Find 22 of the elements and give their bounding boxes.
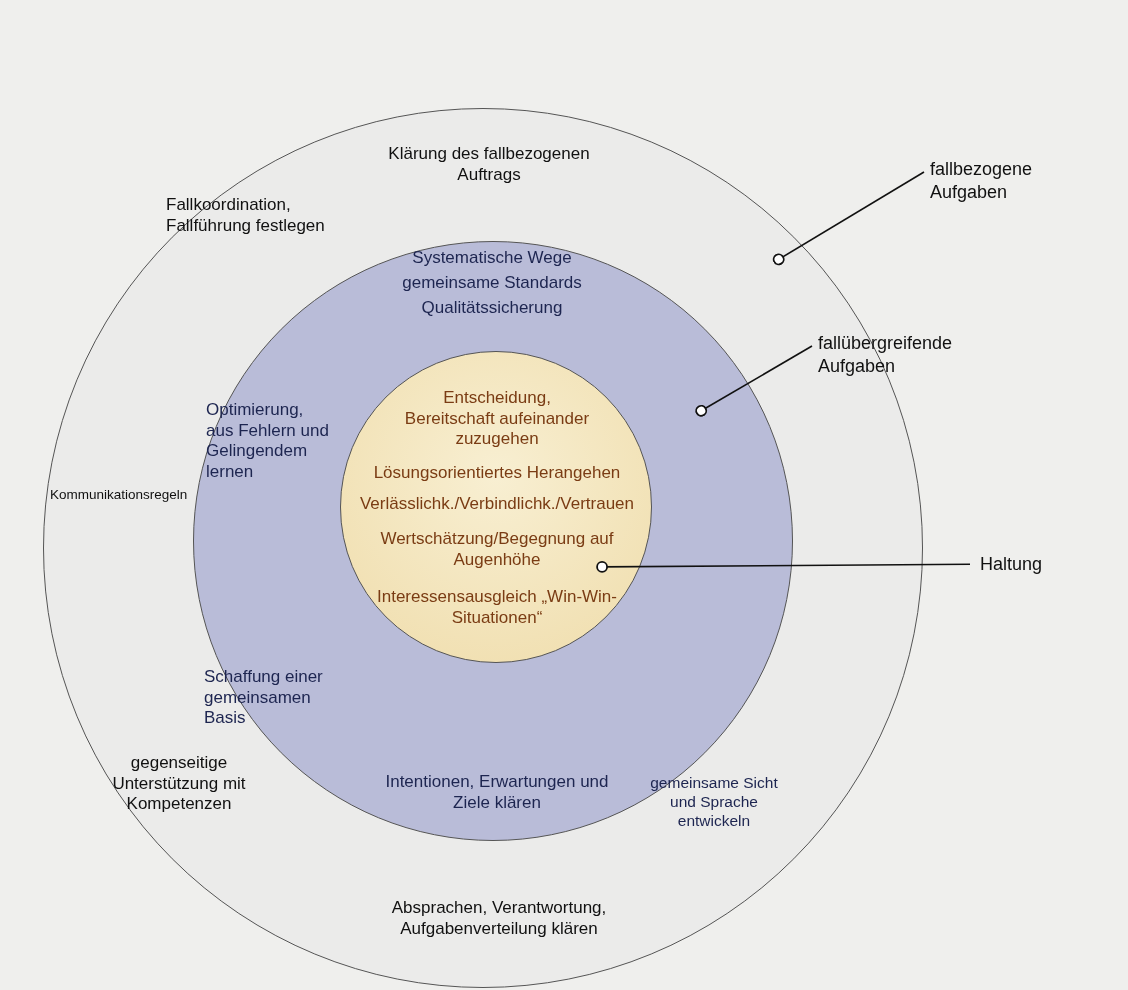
- leader-line: [695, 345, 813, 417]
- ring-label: Wertschätzung/Begegnung auf Augenhöhe: [379, 529, 615, 571]
- callout-label: fallbezogene Aufgaben: [930, 158, 1060, 203]
- ring-label: Entscheidung, Bereitschaft aufeinander zuzugehen: [403, 388, 591, 451]
- ring-label: Kommunikationsregeln: [50, 487, 189, 504]
- ring-label: Lösungsorientiertes Herangehen: [372, 463, 622, 484]
- ring-label: Intentionen, Erwartungen und Ziele klären: [384, 772, 610, 814]
- ring-label: gegenseitige Unterstützung mit Kompetenzen: [111, 753, 247, 816]
- leader-line: [596, 561, 971, 573]
- ring-label: Qualitätssicherung: [420, 298, 564, 319]
- leader-line: [772, 171, 925, 266]
- ring-label: gemeinsame Standards: [401, 273, 583, 294]
- callout-label: Haltung: [980, 553, 1043, 576]
- ring-label: gemeinsame Sicht und Sprache entwickeln: [649, 774, 779, 831]
- ring-label: Absprachen, Verantwortung, Aufgabenverteilung klären: [390, 898, 608, 940]
- ring-label: Fallkoordination, Fallführung festlegen: [166, 195, 326, 237]
- ring-label: Optimierung, aus Fehlern und Gelingendem lernen: [206, 400, 330, 483]
- ring-label: Verlässlichk./Verbindlichk./Vertrauen: [358, 494, 635, 515]
- ring-label: Systematische Wege: [411, 248, 573, 269]
- ring-label: Klärung des fallbezogenen Auftrags: [387, 144, 591, 186]
- ring-label: Schaffung einer gemeinsamen Basis: [204, 667, 324, 730]
- ring-label: Interessensausgleich „Win-Win-Situationen“: [377, 587, 617, 629]
